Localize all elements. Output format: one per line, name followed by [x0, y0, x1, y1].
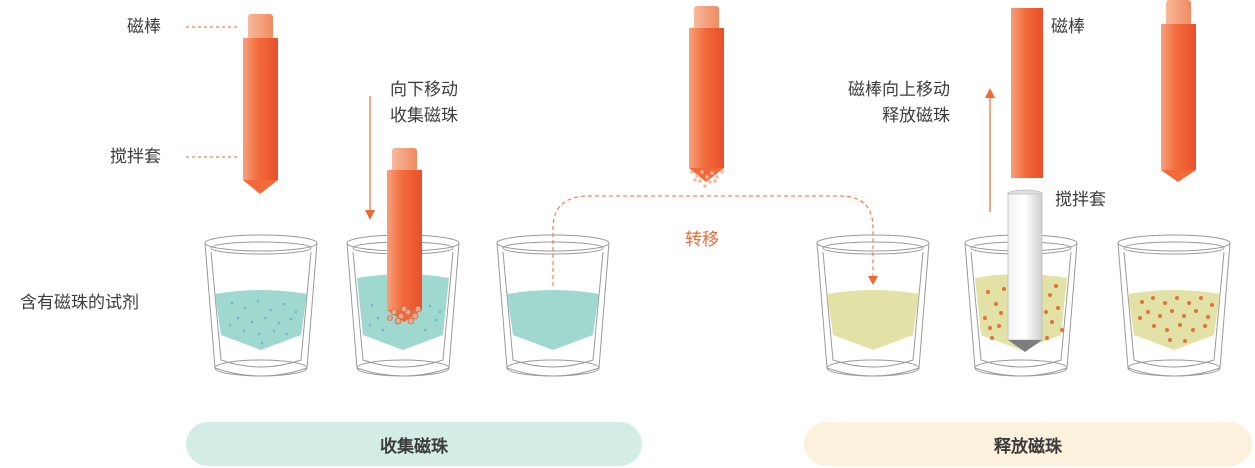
rod-label-right: 磁棒 [1051, 17, 1085, 37]
beads-dispersed-cup-1 [228, 299, 298, 345]
cup-6 [1117, 234, 1231, 377]
magnetic-rod-6 [1161, 0, 1196, 182]
transfer-path [552, 195, 874, 286]
cup-4 [816, 234, 930, 377]
up-arrow-icon [985, 88, 995, 212]
beads-residual-cup-2 [368, 303, 442, 332]
magnetic-rod-1 [243, 14, 278, 194]
move-up-label-line2: 释放磁珠 [882, 106, 950, 126]
reagent-label: 含有磁珠的试剂 [20, 293, 139, 313]
magnetic-rod-3 [689, 6, 724, 182]
release-stage-pill: 释放磁珠 [804, 422, 1252, 466]
beads-released-cup-5 [983, 284, 1064, 340]
cup-1 [204, 234, 318, 377]
release-stage-label: 释放磁珠 [994, 436, 1062, 457]
move-down-label-line1: 向下移动 [390, 80, 458, 100]
down-arrow-icon [365, 96, 375, 220]
move-down-label-line2: 收集磁珠 [390, 106, 458, 126]
stirring-sleeve [1007, 189, 1043, 352]
transfer-arrowhead-icon [868, 276, 878, 285]
magnetic-rod-5 [1011, 8, 1043, 178]
sleeve-label-right: 搅拌套 [1055, 190, 1106, 210]
transfer-label: 转移 [685, 230, 719, 250]
magnetic-rod-2 [387, 148, 422, 322]
collect-stage-label: 收集磁珠 [380, 436, 448, 457]
rod-label: 磁棒 [127, 17, 161, 37]
sleeve-label: 搅拌套 [110, 147, 161, 167]
beads-on-rod-3 [690, 170, 724, 188]
collect-stage-pill: 收集磁珠 [186, 422, 642, 466]
cup-3 [496, 234, 610, 377]
beads-dispersed-cup-6 [1138, 296, 1214, 343]
move-up-label-line1: 磁棒向上移动 [848, 80, 950, 100]
beads-collected-cup-2 [387, 305, 422, 325]
